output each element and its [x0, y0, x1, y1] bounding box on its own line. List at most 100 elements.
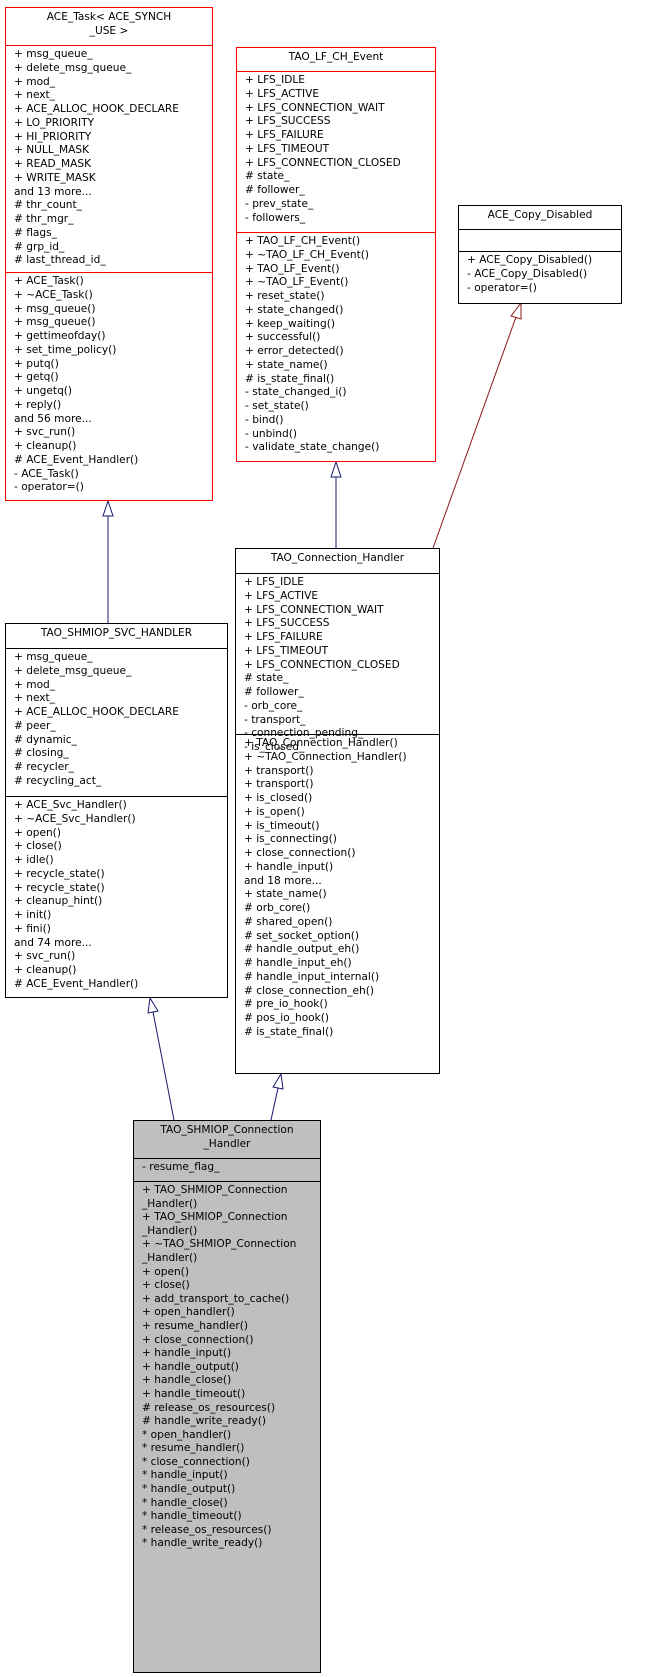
class-member[interactable]: + is_timeout()	[244, 819, 320, 832]
class-member[interactable]: # release_os_resources()	[142, 1401, 276, 1414]
class-member[interactable]: # recycler_	[14, 761, 74, 773]
class-member[interactable]: + handle_input()	[244, 860, 334, 873]
class-member[interactable]: + ~TAO_SHMIOP_Connection _Handler()	[142, 1238, 297, 1264]
class-member[interactable]: * close_connection()	[142, 1455, 250, 1468]
class-member[interactable]: - followers_	[245, 211, 306, 224]
class-member[interactable]: + TAO_LF_Event()	[245, 262, 340, 275]
class-member[interactable]: # peer_	[14, 719, 56, 732]
class-member[interactable]: + LFS_CONNECTION_CLOSED	[245, 156, 401, 169]
class-member[interactable]: + handle_close()	[142, 1374, 232, 1387]
class-member[interactable]: + LFS_IDLE	[244, 576, 304, 588]
class-member[interactable]: * handle_timeout()	[142, 1510, 242, 1523]
class-member[interactable]: + keep_waiting()	[245, 317, 335, 330]
class-member[interactable]: + LFS_ACTIVE	[244, 589, 319, 602]
class-member[interactable]: - transport_	[244, 713, 306, 726]
class-member[interactable]: + is_open()	[244, 805, 305, 818]
class-member[interactable]: + resume_handler()	[142, 1319, 248, 1332]
class-member[interactable]: + state_name()	[245, 358, 328, 371]
class-member[interactable]: + gettimeofday()	[14, 330, 106, 342]
class-member[interactable]: * handle_close()	[142, 1496, 228, 1509]
class-member[interactable]: + getq()	[14, 371, 59, 384]
class-member[interactable]: - prev_state_	[245, 197, 314, 210]
class-tao-shmiop-svc-handler[interactable]: TAO_SHMIOP_SVC_HANDLER + msg_queue_+ del…	[5, 623, 228, 998]
class-member[interactable]: + ACE_ALLOC_HOOK_DECLARE	[14, 706, 179, 718]
class-ace-task[interactable]: ACE_Task< ACE_SYNCH _USE > + msg_queue_+…	[5, 7, 213, 501]
class-member[interactable]: + ~ACE_Task()	[14, 288, 93, 301]
class-member[interactable]: + LFS_SUCCESS	[244, 617, 330, 630]
class-member[interactable]: + open()	[14, 826, 61, 839]
class-member[interactable]: + LFS_TIMEOUT	[245, 142, 330, 155]
class-member[interactable]: + is_closed()	[244, 792, 313, 804]
class-member[interactable]: + transport()	[244, 764, 314, 777]
class-member[interactable]: * resume_handler()	[142, 1442, 245, 1455]
class-member[interactable]: + cleanup()	[14, 964, 77, 976]
class-member[interactable]: + is_connecting()	[244, 833, 337, 846]
class-member[interactable]: + TAO_Connection_Handler()	[244, 737, 398, 749]
class-member[interactable]: + close_connection()	[142, 1333, 254, 1346]
class-ace-copy-disabled[interactable]: ACE_Copy_Disabled + ACE_Copy_Disabled()-…	[458, 205, 622, 304]
class-member[interactable]: + ~TAO_LF_CH_Event()	[245, 248, 370, 261]
class-member[interactable]: # thr_count_	[14, 199, 82, 212]
class-member[interactable]: # closing_	[14, 747, 69, 760]
class-member[interactable]: + state_changed()	[245, 303, 344, 316]
class-member[interactable]: + svc_run()	[14, 950, 76, 963]
class-member[interactable]: # thr_mgr_	[14, 213, 74, 225]
class-member[interactable]: + LFS_FAILURE	[245, 129, 324, 141]
class-member[interactable]: - ACE_Copy_Disabled()	[467, 267, 588, 280]
class-member[interactable]: - ACE_Task()	[14, 467, 79, 480]
class-member[interactable]: + msg_queue_	[14, 651, 93, 663]
class-member[interactable]: # handle_write_ready()	[142, 1415, 266, 1428]
class-member[interactable]: and 18 more...	[244, 874, 322, 887]
class-member[interactable]: + idle()	[14, 854, 54, 866]
class-member[interactable]: + ~TAO_LF_Event()	[245, 276, 349, 289]
class-member[interactable]: # handle_input_eh()	[244, 957, 352, 969]
class-member[interactable]: # flags_	[14, 226, 57, 239]
class-member[interactable]: + handle_output()	[142, 1360, 239, 1373]
class-tao-lf-ch-event[interactable]: TAO_LF_CH_Event + LFS_IDLE+ LFS_ACTIVE+ …	[236, 47, 436, 462]
class-member[interactable]: + open()	[142, 1265, 189, 1278]
class-member[interactable]: + LFS_TIMEOUT	[244, 644, 329, 657]
class-member[interactable]: + init()	[14, 909, 52, 921]
class-member[interactable]: + state_name()	[244, 888, 327, 901]
class-member[interactable]: + msg_queue()	[14, 302, 96, 315]
class-member[interactable]: + ACE_Copy_Disabled()	[467, 254, 593, 266]
class-member[interactable]: + NULL_MASK	[14, 144, 90, 157]
class-member[interactable]: + WRITE_MASK	[14, 171, 96, 184]
class-member[interactable]: + handle_input()	[142, 1347, 232, 1360]
class-member[interactable]: # is_state_final()	[245, 372, 335, 385]
class-member[interactable]: + LFS_CONNECTION_WAIT	[244, 603, 384, 616]
class-member[interactable]: + recycle_state()	[14, 867, 105, 880]
class-member[interactable]: + error_detected()	[245, 345, 344, 357]
class-member[interactable]: # ACE_Event_Handler()	[14, 977, 139, 990]
class-member[interactable]: * release_os_resources()	[142, 1523, 272, 1536]
class-member[interactable]: # shared_open()	[244, 915, 333, 928]
class-member[interactable]: - state_changed_i()	[245, 386, 347, 399]
class-member[interactable]: + msg_queue_	[14, 48, 93, 60]
class-member[interactable]: + handle_timeout()	[142, 1387, 246, 1400]
class-member[interactable]: - set_state()	[245, 400, 309, 412]
class-tao-connection-handler[interactable]: TAO_Connection_Handler + LFS_IDLE+ LFS_A…	[235, 548, 440, 1074]
class-member[interactable]: + TAO_SHMIOP_Connection _Handler()	[142, 1211, 288, 1237]
class-member[interactable]: + LFS_FAILURE	[244, 631, 323, 643]
class-member[interactable]: # handle_input_internal()	[244, 970, 380, 983]
class-member[interactable]: # recycling_act_	[14, 774, 102, 787]
class-member[interactable]: + LFS_ACTIVE	[245, 87, 320, 100]
class-member[interactable]: + add_transport_to_cache()	[142, 1292, 290, 1305]
class-member[interactable]: + open_handler()	[142, 1306, 235, 1319]
class-member[interactable]: # is_state_final()	[244, 1025, 334, 1038]
class-member[interactable]: + LFS_SUCCESS	[245, 115, 331, 128]
class-member[interactable]: + msg_queue()	[14, 316, 96, 329]
class-member[interactable]: + ~ACE_Svc_Handler()	[14, 812, 136, 825]
class-member[interactable]: and 56 more...	[14, 412, 92, 425]
class-member[interactable]: + TAO_LF_CH_Event()	[245, 235, 361, 247]
class-member[interactable]: - orb_core_	[244, 699, 303, 712]
class-member[interactable]: + cleanup()	[14, 440, 77, 452]
class-member[interactable]: + next_	[14, 89, 56, 102]
class-member[interactable]: # pos_io_hook()	[244, 1012, 330, 1024]
class-tao-shmiop-connection-handler[interactable]: TAO_SHMIOP_Connection _Handler - resume_…	[133, 1120, 321, 1673]
class-member[interactable]: + svc_run()	[14, 426, 76, 439]
class-member[interactable]: # state_	[245, 170, 290, 183]
class-member[interactable]: + reset_state()	[245, 290, 325, 302]
class-member[interactable]: + transport()	[244, 778, 314, 791]
class-member[interactable]: - validate_state_change()	[245, 441, 380, 454]
